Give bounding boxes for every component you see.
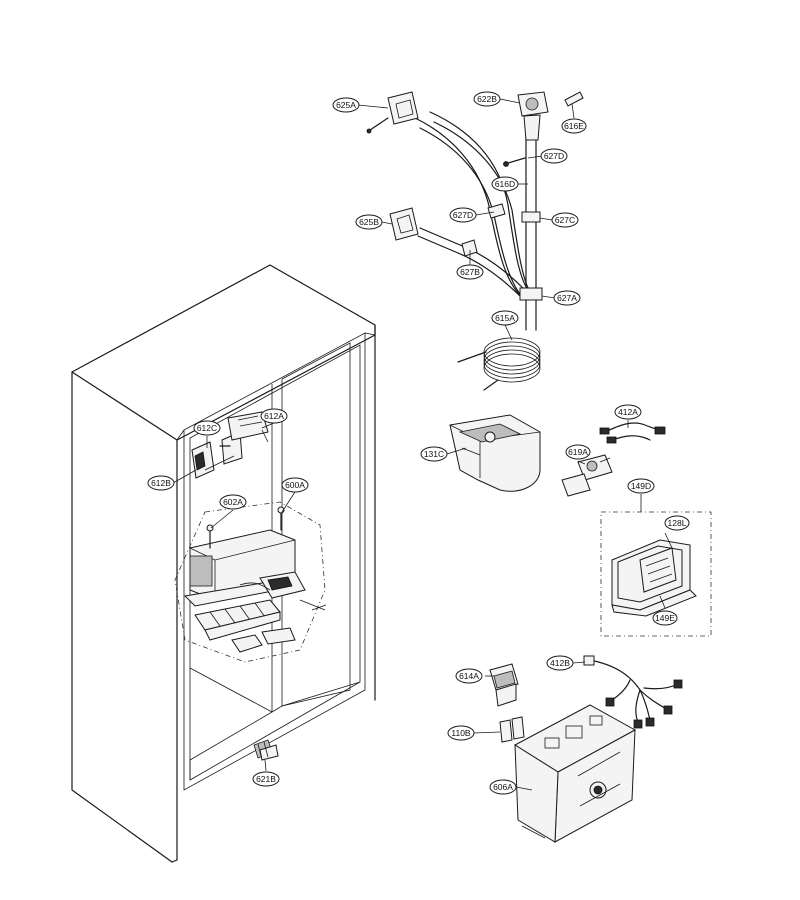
- callout-600A: 600A: [281, 477, 309, 493]
- callout-627C: 627C: [551, 212, 579, 228]
- callout-615A: 615A: [491, 310, 519, 326]
- svg-text:625A: 625A: [336, 100, 356, 110]
- water-fitting-621B: [253, 739, 279, 761]
- water-valve-619A: [561, 454, 613, 497]
- callout-412A: 412A: [614, 404, 642, 420]
- callouts: 625A 622B 616E 627D 616D 627D 625B 627C …: [147, 91, 690, 795]
- callout-606A: 606A: [489, 779, 517, 795]
- svg-text:627B: 627B: [460, 267, 480, 277]
- dispenser-panel-149D: [600, 511, 712, 637]
- svg-text:622B: 622B: [477, 94, 497, 104]
- callout-619A: 619A: [565, 444, 591, 460]
- callout-131C: 131C: [420, 446, 448, 462]
- svg-text:110B: 110B: [451, 728, 471, 738]
- svg-text:625B: 625B: [359, 217, 379, 227]
- svg-text:606A: 606A: [493, 782, 513, 792]
- svg-text:616E: 616E: [564, 121, 584, 131]
- svg-text:612B: 612B: [151, 478, 171, 488]
- svg-text:149D: 149D: [631, 481, 651, 491]
- svg-text:412A: 412A: [618, 407, 638, 417]
- svg-text:627D: 627D: [544, 151, 564, 161]
- svg-text:615A: 615A: [495, 313, 515, 323]
- svg-text:600A: 600A: [285, 480, 305, 490]
- leader-lines: [172, 98, 673, 791]
- callout-625A: 625A: [332, 97, 360, 113]
- callout-621B: 621B: [252, 771, 280, 787]
- svg-text:612C: 612C: [197, 423, 217, 433]
- dispenser-housing-131C: [449, 414, 541, 492]
- callout-612A: 612A: [260, 408, 288, 424]
- ice-maker-assembly: [174, 501, 327, 663]
- callout-627D-mid: 627D: [449, 207, 477, 223]
- mounting-plate-606A: [514, 704, 637, 843]
- callout-627D-top: 627D: [540, 148, 568, 164]
- svg-text:619A: 619A: [568, 447, 588, 457]
- callout-616D: 616D: [491, 176, 519, 192]
- svg-text:131C: 131C: [424, 449, 444, 459]
- svg-text:128L: 128L: [668, 518, 687, 528]
- svg-text:614A: 614A: [459, 671, 479, 681]
- svg-text:612A: 612A: [264, 411, 284, 421]
- refrigerator-cabinet: [71, 264, 376, 863]
- bracket-110B: [499, 716, 525, 743]
- wire-harness-412B: [583, 655, 683, 729]
- callout-614A: 614A: [455, 668, 483, 684]
- svg-text:149E: 149E: [655, 613, 675, 623]
- svg-text:627C: 627C: [555, 215, 575, 225]
- tube-holder-625A: [366, 91, 419, 134]
- water-tubes: [414, 91, 584, 331]
- svg-text:627A: 627A: [557, 293, 577, 303]
- callout-627A: 627A: [553, 290, 581, 306]
- svg-text:412B: 412B: [550, 658, 570, 668]
- svg-text:602A: 602A: [223, 497, 243, 507]
- callout-625B: 625B: [355, 214, 383, 230]
- callout-622B: 622B: [473, 91, 501, 107]
- svg-text:616D: 616D: [495, 179, 515, 189]
- callout-627B: 627B: [456, 264, 484, 280]
- callout-412B: 412B: [546, 655, 574, 671]
- callout-149E: 149E: [652, 610, 678, 626]
- svg-text:627D: 627D: [453, 210, 473, 220]
- callout-602A: 602A: [219, 494, 247, 510]
- callout-616E: 616E: [561, 118, 587, 134]
- svg-text:621B: 621B: [256, 774, 276, 784]
- tube-holder-625B: [389, 207, 419, 241]
- water-tube-coil-615A: [457, 337, 541, 391]
- shelf-bracket-612A: [227, 411, 269, 443]
- callout-612C: 612C: [193, 420, 221, 436]
- callout-128L: 128L: [664, 515, 690, 531]
- wire-harness-412A: [599, 422, 666, 444]
- solenoid-614A: [489, 663, 519, 707]
- callout-149D: 149D: [627, 478, 655, 494]
- callout-612B: 612B: [147, 475, 175, 491]
- callout-110B: 110B: [447, 725, 475, 741]
- mounting-bracket-612: [191, 431, 243, 479]
